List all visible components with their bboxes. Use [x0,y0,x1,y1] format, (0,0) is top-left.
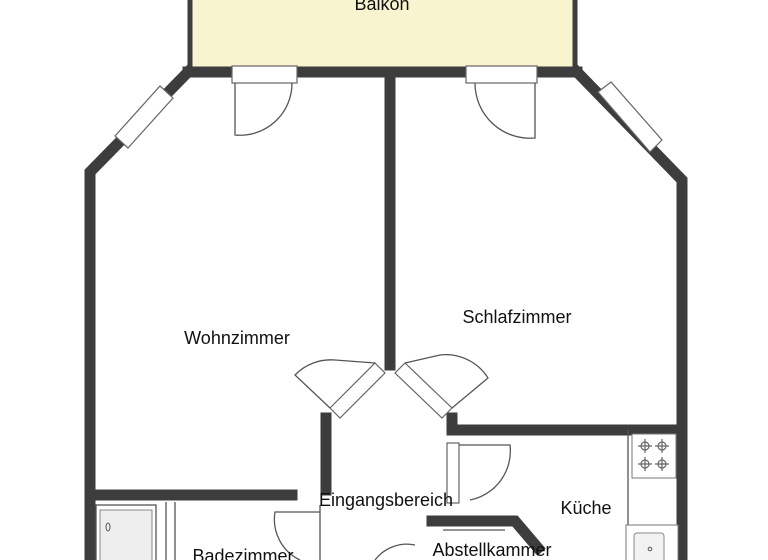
balcony-door-left [231,65,298,136]
label-bathroom: Badezimmer [192,546,293,560]
door-bathroom [273,505,321,560]
label-entrance: Eingangsbereich [319,490,453,510]
door-bedroom [394,354,489,419]
door-storage [374,543,416,560]
balcony-door-right [465,65,538,139]
label-balcony: Balkon [354,0,409,14]
label-living-room: Wohnzimmer [184,328,290,348]
stove-icon [631,433,677,479]
window-right [597,81,663,153]
sink-icon [625,524,679,560]
door-living-room [294,359,386,419]
walls [84,64,688,560]
balcony-area [187,0,578,73]
label-storage: Abstellkammer [432,540,551,560]
window-left [114,85,174,149]
label-bedroom: Schlafzimmer [462,307,571,327]
bathtub [95,502,176,560]
door-kitchen [446,442,512,504]
label-kitchen: Küche [560,498,611,518]
